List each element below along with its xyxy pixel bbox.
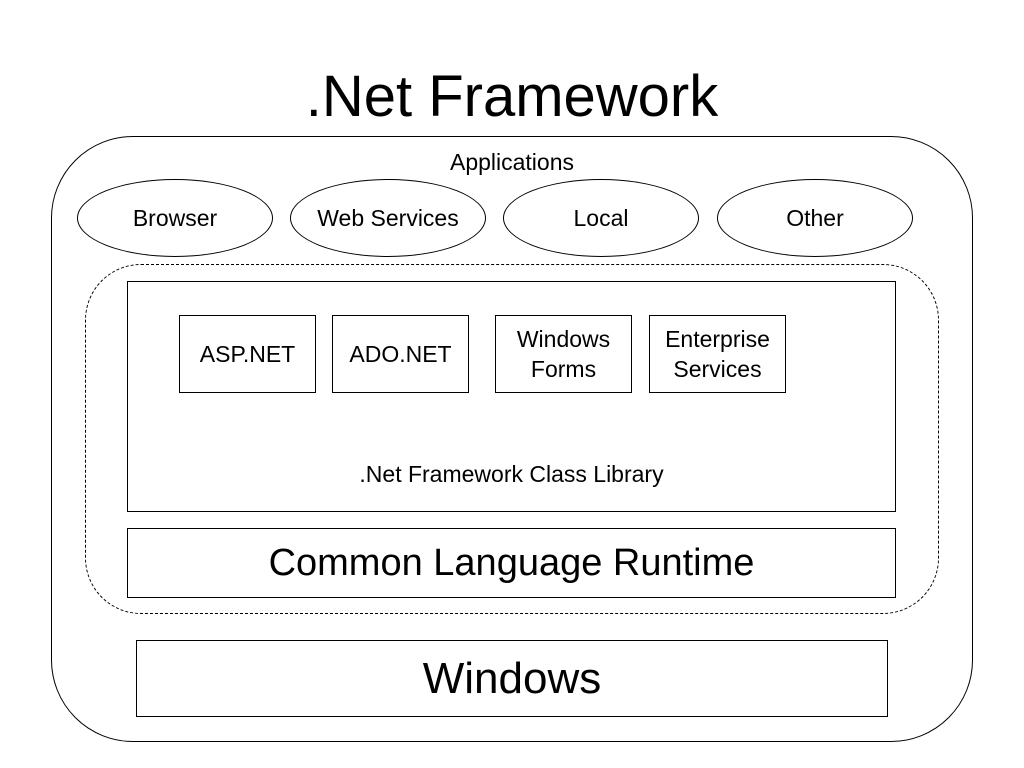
dotnet-framework-boundary [85, 264, 939, 614]
app-ellipse-browser: Browser [77, 179, 273, 257]
app-ellipse-other: Other [717, 179, 913, 257]
applications-label: Applications [449, 149, 575, 175]
class-library-label: .Net Framework Class Library [359, 461, 664, 487]
windows-container-frame [51, 136, 973, 742]
app-ellipse-local: Local [503, 179, 699, 257]
windows-os-box: Windows [136, 640, 888, 717]
class-library-box [127, 281, 896, 512]
library-box-enterprise-services: Enterprise Services [649, 315, 786, 393]
app-ellipse-web-services: Web Services [290, 179, 486, 257]
common-language-runtime-box: Common Language Runtime [127, 528, 896, 598]
library-box-asp-net: ASP.NET [179, 315, 316, 393]
library-box-ado-net: ADO.NET [332, 315, 469, 393]
library-box-windows-forms: Windows Forms [495, 315, 632, 393]
slide-title: .Net Framework [305, 64, 719, 129]
